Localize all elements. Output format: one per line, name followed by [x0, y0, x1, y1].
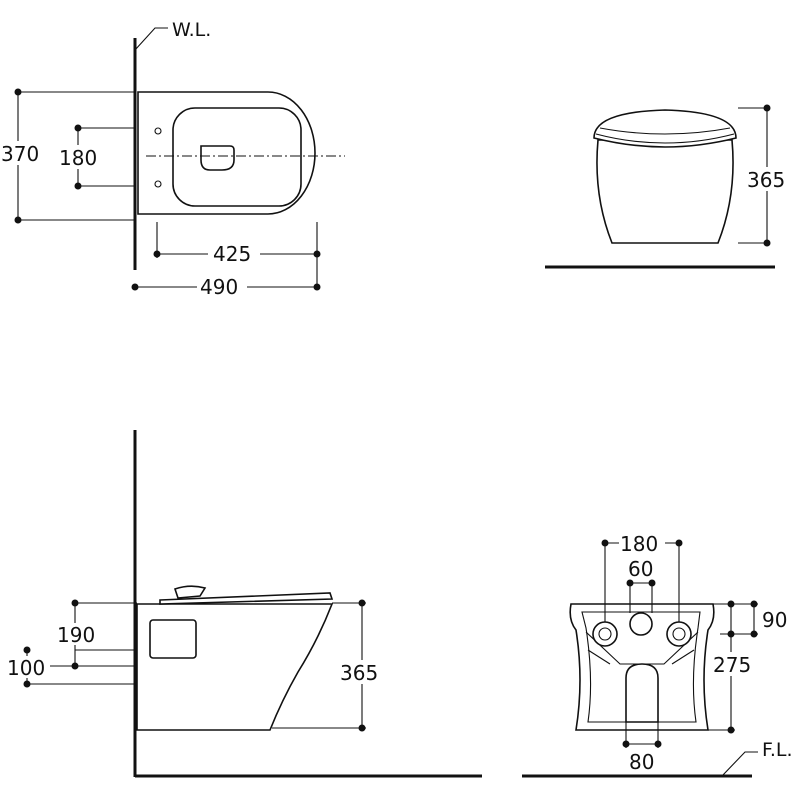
wall-level-leader — [134, 27, 168, 51]
dimension-90-275: 90 275 — [708, 600, 787, 734]
front-view: 365 — [545, 104, 797, 269]
wall-level-label: W.L. — [172, 19, 211, 41]
bowl-body-front — [596, 139, 734, 244]
floor-level-label: F.L. — [762, 739, 793, 761]
fixing-hole-right-rear — [666, 621, 692, 647]
seat-side — [159, 592, 334, 605]
seat-lid-front — [593, 109, 737, 148]
rear-view: F.L. 180 60 — [522, 532, 793, 778]
floor-level-leader — [721, 751, 758, 777]
dimension-60: 60 — [626, 557, 656, 613]
dimension-370: 370 — [0, 88, 135, 224]
dimension-490: 490 — [131, 258, 321, 299]
dim-label-60: 60 — [628, 557, 653, 581]
seat-hinge-side — [173, 585, 207, 599]
dim-label-275: 275 — [713, 653, 751, 677]
dimension-180-plan: 180 — [58, 124, 135, 190]
plan-view: W.L. 370 180 — [0, 19, 345, 299]
flush-hole-plan — [200, 145, 235, 171]
side-view: 365 190 100 — [6, 430, 482, 778]
dim-label-370: 370 — [1, 142, 39, 166]
inlet-box-side — [149, 619, 197, 659]
fixing-hole-lower — [154, 180, 162, 188]
dim-label-490: 490 — [200, 275, 238, 299]
bowl-rim-plan — [172, 107, 302, 207]
dim-label-80: 80 — [629, 750, 654, 774]
dimension-80: 80 — [622, 722, 662, 774]
dimension-190-100: 190 100 — [6, 599, 137, 688]
fixing-hole-upper — [154, 127, 162, 135]
dim-label-100: 100 — [7, 656, 45, 680]
dim-label-365-side: 365 — [340, 661, 378, 685]
dim-label-365-front: 365 — [747, 168, 785, 192]
fixing-hole-left-rear — [592, 621, 618, 647]
dimension-365-front: 365 — [738, 104, 797, 247]
water-inlet-rear — [629, 612, 653, 636]
dim-label-425: 425 — [213, 242, 251, 266]
dim-label-180-plan: 180 — [59, 146, 97, 170]
dimension-365-side: 365 — [272, 599, 388, 732]
dim-label-90: 90 — [762, 608, 787, 632]
dim-label-180-rear: 180 — [620, 532, 658, 556]
dim-label-190: 190 — [57, 623, 95, 647]
dimension-425: 425 — [153, 222, 321, 266]
waste-outlet-rear — [625, 663, 659, 723]
dimension-180-rear: 180 — [601, 532, 683, 622]
